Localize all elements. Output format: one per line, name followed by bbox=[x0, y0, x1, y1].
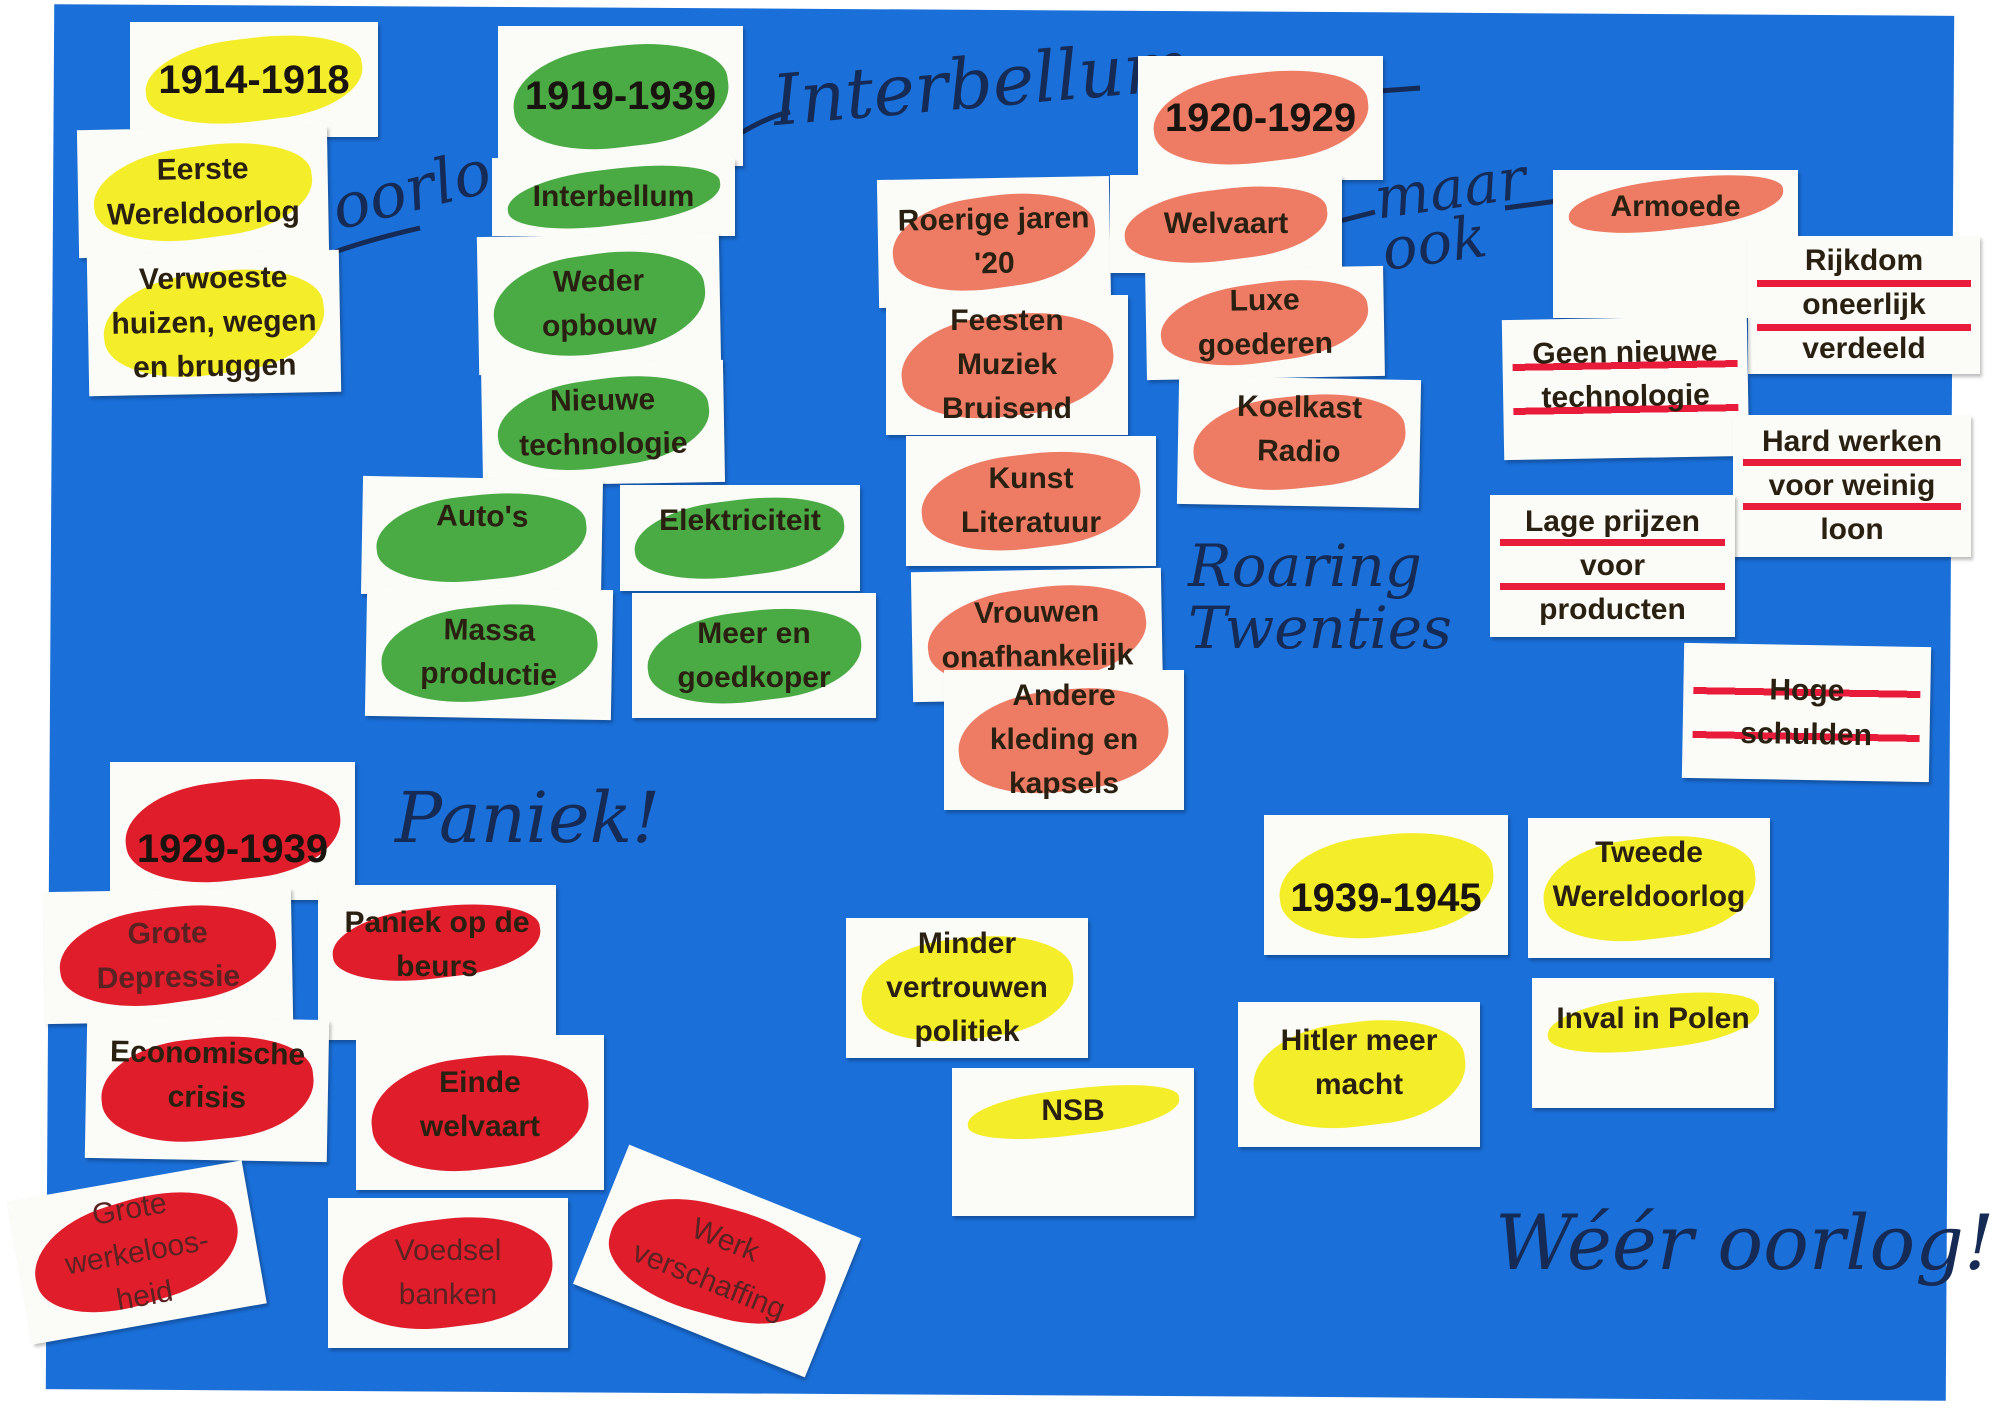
card-hitler-meer-macht: Hitler meer macht bbox=[1238, 1002, 1480, 1147]
card-rijkdom-oneerlijk: Rijkdom oneerlijk verdeeld bbox=[1748, 236, 1980, 374]
card-interbellum: Interbellum bbox=[492, 158, 735, 236]
card-inval-in-polen: Inval in Polen bbox=[1532, 978, 1774, 1108]
card-economische-crisis: Economische crisis bbox=[84, 1015, 330, 1163]
card-1929-1939: 1929-1939 bbox=[110, 762, 355, 900]
handwriting-paniek: Paniek! bbox=[395, 777, 661, 859]
card-hard-werken: Hard werken voor weinig loon bbox=[1733, 415, 1971, 557]
card-einde-welvaart: Einde welvaart bbox=[356, 1035, 604, 1190]
card-tweede-wereldoorlog: Tweede Wereldoorlog bbox=[1528, 818, 1770, 958]
card-1919-1939: 1919-1939 bbox=[498, 26, 743, 166]
card-roerige-jaren-20: Roerige jaren '20 bbox=[876, 175, 1112, 309]
card-autos: Auto's bbox=[360, 475, 604, 599]
card-lage-prijzen: Lage prijzen voor producten bbox=[1490, 495, 1735, 637]
card-nieuwe-technologie: Nieuwe technologie bbox=[480, 359, 726, 487]
card-grote-depressie: Grote Depressie bbox=[42, 887, 294, 1025]
card-meer-en-goedkoper: Meer en goedkoper bbox=[632, 593, 876, 718]
card-kunst-literatuur: Kunst Literatuur bbox=[906, 436, 1156, 566]
card-1914-1918: 1914-1918 bbox=[130, 22, 378, 137]
card-nsb: NSB bbox=[952, 1068, 1194, 1216]
card-weder-opbouw: Weder opbouw bbox=[476, 232, 722, 376]
card-voedselbanken: Voedsel banken bbox=[328, 1198, 568, 1348]
card-andere-kleding: Andere kleding en kapsels bbox=[944, 670, 1184, 810]
card-geen-nieuwe-technologie: Geen nieuwe technologie bbox=[1501, 315, 1750, 461]
card-welvaart: Welvaart bbox=[1110, 175, 1342, 273]
card-luxe-goederen: Luxe goederen bbox=[1145, 265, 1385, 381]
card-1939-1945: 1939-1945 bbox=[1264, 815, 1508, 955]
oorlog-connector bbox=[334, 225, 421, 255]
card-paniek-op-de-beurs: Paniek op de beurs bbox=[318, 885, 556, 1040]
card-1920-1929: 1920-1929 bbox=[1138, 56, 1383, 180]
card-minder-vertrouwen: Minder vertrouwen politiek bbox=[846, 918, 1088, 1058]
card-eerste-wereldoorlog: Eerste Wereldoorlog bbox=[76, 125, 330, 259]
card-hoge-schulden: Hoge schulden bbox=[1681, 642, 1932, 783]
card-feesten-muziek: Feesten Muziek Bruisend bbox=[886, 295, 1128, 435]
card-elektriciteit: Elektriciteit bbox=[620, 485, 860, 591]
card-koelkast-radio: Koelkast Radio bbox=[1176, 375, 1422, 509]
card-verwoeste-huizen: Verwoeste huizen, wegen en bruggen bbox=[86, 249, 342, 397]
card-massa-productie: Massa productie bbox=[364, 585, 614, 721]
handwriting-roaring-twenties: Roaring Twenties bbox=[1188, 532, 1452, 662]
handwriting-maar-ook: maar ook bbox=[1370, 144, 1531, 284]
handwriting-weer-oorlog: Wéér oorlog! bbox=[1495, 1198, 1995, 1287]
